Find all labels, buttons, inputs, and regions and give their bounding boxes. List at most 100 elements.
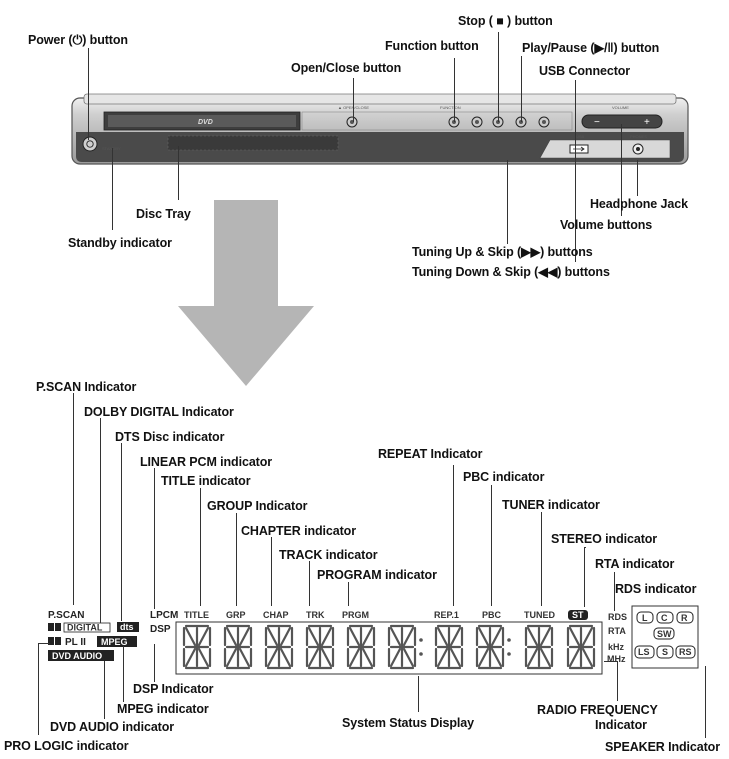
label-function-button: Function button	[385, 39, 479, 53]
label-standby-indicator: Standby indicator	[68, 236, 172, 250]
label-tuning-up: Tuning Up & Skip (▶▶) buttons	[412, 245, 593, 259]
label-dvd-audio: DVD AUDIO indicator	[50, 720, 175, 734]
standby-text: STANDBY	[102, 146, 121, 151]
line-dvd-audio	[104, 661, 105, 719]
label-pscan: P.SCAN Indicator	[36, 380, 137, 394]
function-text: FUNCTION	[440, 105, 461, 110]
digital-text: DIGITAL	[67, 623, 103, 633]
pbc-text: PBC	[482, 610, 502, 620]
label-speaker: SPEAKER Indicator	[605, 740, 720, 754]
sp-rs-text: RS	[679, 647, 692, 657]
label-dts: DTS Disc indicator	[115, 430, 225, 444]
sp-c-text: C	[661, 613, 668, 623]
line-pbc	[491, 485, 492, 606]
line-pscan	[73, 393, 74, 605]
label-program: PROGRAM indicator	[317, 568, 437, 582]
line-chapter	[271, 537, 272, 606]
rta-text: RTA	[608, 626, 626, 636]
line-pro-logic	[38, 643, 39, 735]
line-dsp	[154, 644, 155, 682]
label-group: GROUP Indicator	[207, 499, 308, 513]
pscan-text: P.SCAN	[48, 610, 85, 621]
line-dolby	[100, 418, 101, 623]
usb-connector[interactable]	[569, 144, 589, 154]
tick-stereo	[584, 547, 586, 548]
line-function	[454, 58, 455, 122]
label-tuner: TUNER indicator	[502, 498, 600, 512]
label-rds: RDS indicator	[615, 582, 697, 596]
label-system-status: System Status Display	[342, 716, 474, 730]
svg-text:+: +	[644, 117, 650, 128]
khz-text: kHz	[608, 642, 625, 652]
label-pro-logic: PRO LOGIC indicator	[4, 739, 129, 753]
label-stop-button: Stop ( ■ ) button	[458, 14, 553, 28]
line-dts	[121, 443, 122, 621]
segment-digit	[566, 624, 596, 670]
open-close-button[interactable]	[346, 116, 358, 128]
label-track: TRACK indicator	[279, 548, 378, 562]
label-stereo: STEREO indicator	[551, 532, 658, 546]
front-display-panel: P.SCAN DIGITAL dts LPCM DSP PL II MPEG D…	[48, 605, 699, 675]
segment-digit	[223, 624, 253, 670]
trk-text: TRK	[306, 610, 325, 620]
line-rta	[614, 572, 615, 608]
mhz-text: MHz	[607, 654, 626, 664]
label-tuning-down: Tuning Down & Skip (◀◀) buttons	[412, 265, 610, 279]
line-speaker	[705, 666, 706, 738]
line-open-close	[353, 78, 354, 122]
line-tuning	[507, 160, 508, 244]
headphone-jack[interactable]	[632, 143, 644, 155]
tuned-text: TUNED	[524, 610, 555, 620]
label-lpcm: LINEAR PCM indicator	[140, 455, 273, 469]
segment-digits	[182, 624, 596, 670]
mpeg-text: MPEG	[101, 637, 128, 647]
label-radio-frequency: RADIO FREQUENCY	[537, 703, 658, 717]
segment-digit	[264, 624, 294, 670]
segment-digit	[475, 624, 505, 670]
line-track	[309, 561, 310, 606]
label-repeat: REPEAT Indicator	[378, 447, 483, 461]
segment-colon	[507, 652, 511, 656]
tuning-down-button[interactable]	[471, 116, 483, 128]
line-mpeg	[123, 646, 124, 702]
label-chapter: CHAPTER indicator	[241, 524, 356, 538]
label-pbc: PBC indicator	[463, 470, 545, 484]
title-text: TITLE	[184, 610, 209, 620]
stop-button[interactable]	[492, 116, 504, 128]
dts-text: dts	[120, 622, 134, 632]
volume-buttons[interactable]: − +	[581, 114, 663, 129]
label-dsp: DSP Indicator	[133, 682, 214, 696]
line-volume	[621, 124, 622, 216]
segment-colon	[507, 638, 511, 642]
pl2-text: PL II	[65, 637, 86, 648]
line-tuner	[541, 512, 542, 606]
label-disc-tray: Disc Tray	[136, 207, 191, 221]
line-pro-logic-h	[38, 643, 50, 644]
line-play-pause	[521, 56, 522, 122]
rds-text: RDS	[608, 612, 627, 622]
label-mpeg: MPEG indicator	[117, 702, 209, 716]
tuning-up-button[interactable]	[538, 116, 550, 128]
label-volume-buttons: Volume buttons	[560, 218, 653, 232]
phones-text: PHONES	[630, 134, 647, 139]
segment-digit	[434, 624, 464, 670]
line-headphone	[637, 160, 638, 196]
line-rds	[614, 597, 615, 611]
lpcm-text: LPCM	[150, 610, 178, 621]
line-system-status	[418, 676, 419, 712]
line-radio-freq-h	[604, 661, 618, 662]
label-play-pause-button: Play/Pause (▶/‖) button	[522, 41, 660, 55]
st-text: ST	[572, 610, 584, 620]
line-power	[88, 48, 89, 140]
sp-r-text: R	[681, 613, 688, 623]
segment-digit	[182, 624, 212, 670]
dvd-player-front-panel: DVD STANDBY ▲ OPEN/CLOSE FUNCTION VOLUME…	[71, 93, 689, 165]
line-title	[200, 488, 201, 606]
line-stereo	[584, 547, 585, 607]
dvd-logo: DVD	[198, 119, 213, 126]
segment-digit	[346, 624, 376, 670]
label-usb-connector: USB Connector	[539, 64, 631, 78]
sp-s-text: S	[662, 647, 668, 657]
label-title: TITLE indicator	[161, 474, 251, 488]
grp-text: GRP	[226, 610, 246, 620]
